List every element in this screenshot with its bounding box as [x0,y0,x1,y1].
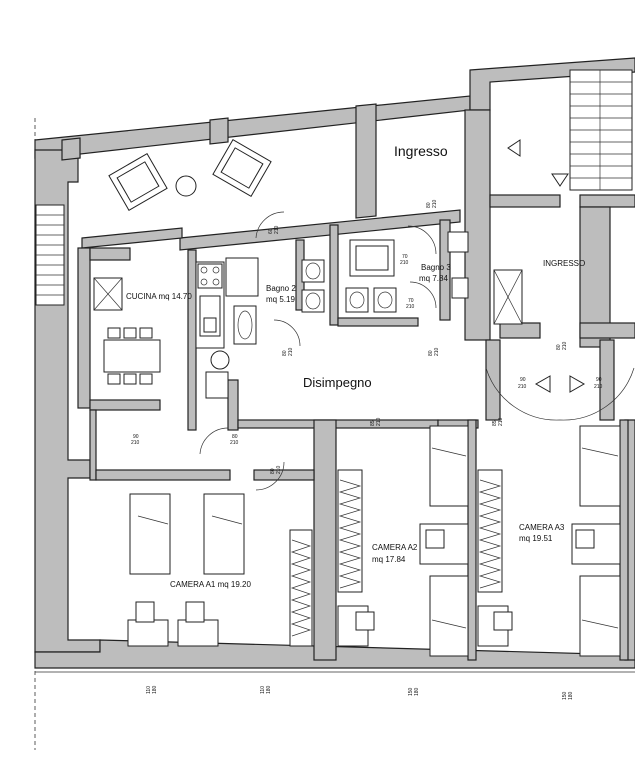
svg-text:210: 210 [518,384,527,390]
svg-text:180: 180 [152,685,158,694]
label-camera-a2-name: CAMERA A2 [372,543,418,552]
svg-text:150: 150 [408,687,414,696]
svg-text:210: 210 [131,440,140,446]
svg-text:210: 210 [432,199,438,208]
ingresso-cabinet [493,269,523,325]
label-bagno2-name: Bagno 2 [266,284,296,293]
interior-walls [61,103,635,661]
stair-right [569,69,633,191]
svg-text:210: 210 [288,347,294,356]
entry-door-arc [559,367,635,421]
svg-text:110: 110 [146,686,152,694]
cabinet-x-left [93,277,123,311]
label-camera-a3-area: mq 19.51 [519,534,553,543]
window-dim: 150 180 [408,687,420,696]
door-dim: 90 210 [518,377,527,390]
svg-text:80: 80 [232,434,238,440]
svg-text:180: 180 [568,691,574,700]
label-disimpegno: Disimpegno [303,375,372,390]
label-camera-a3-name: CAMERA A3 [519,523,565,532]
door-dim: 85 210 [492,417,504,426]
label-camera-a1: CAMERA A1 mq 19.20 [170,580,251,589]
door-arc [255,461,285,491]
entry-door-arc [485,367,561,421]
svg-text:70: 70 [408,298,414,304]
label-ingresso: INGRESSO [543,259,585,268]
door-dim: 80 210 [428,347,440,356]
svg-text:210: 210 [376,417,382,426]
bagno2-fixtures [225,257,325,345]
armchair-left [108,152,168,212]
svg-text:80: 80 [426,202,432,208]
door-dim: 80 210 [230,434,239,446]
camera-a1-furniture [127,493,245,647]
svg-text:60: 60 [268,228,274,234]
svg-text:85: 85 [492,420,498,426]
svg-text:150: 150 [562,691,568,700]
svg-text:90: 90 [133,434,139,440]
arrow-down-icon [551,173,569,187]
svg-text:210: 210 [562,341,568,350]
svg-text:210: 210 [230,440,239,446]
svg-text:110: 110 [260,686,266,694]
door-dim: 80 210 [426,199,438,208]
window-dim: 110 180 [146,685,158,694]
kitchen-counter [195,261,230,399]
door-arc [199,427,229,455]
label-bagno3-name: Bagno 3 [421,263,451,272]
side-table [175,175,197,197]
label-camera-a2-area: mq 17.84 [372,555,406,564]
wardrobe-a3 [477,469,503,593]
door-dim: 80 210 [282,347,294,356]
svg-text:80: 80 [556,344,562,350]
svg-text:80: 80 [270,468,276,474]
svg-text:85: 85 [370,420,376,426]
svg-text:210: 210 [594,384,603,390]
wardrobe-a2 [337,469,363,593]
svg-text:70: 70 [402,254,408,260]
label-bagno2-area: mq 5.19 [266,295,295,304]
svg-text:90: 90 [520,377,526,383]
dining-table [103,327,161,385]
camera-a2-furniture [337,425,469,657]
door-dim: 70 210 [406,298,415,310]
door-arc [407,225,437,255]
label-bagno3-area: mq 7.84 [419,274,448,283]
door-dim: 85 210 [370,417,382,426]
door-arc [255,211,285,239]
door-dim: 60 210 [268,225,280,234]
label-cucina: CUCINA mq 14.70 [126,292,192,301]
window-dim: 150 180 [562,691,574,700]
bagno3-fixtures [345,231,469,313]
door-dim: 80 210 [270,465,282,474]
svg-text:80: 80 [282,350,288,356]
wardrobe-a1 [289,529,313,647]
svg-text:210: 210 [498,417,504,426]
door-dim: 90 210 [131,434,140,446]
svg-text:210: 210 [276,465,282,474]
arrow-left-icon [534,375,551,393]
svg-text:80: 80 [428,350,434,356]
arrow-right-icon [569,375,586,393]
door-dim: 90 210 [594,377,603,390]
camera-a3-furniture [477,425,621,657]
svg-text:180: 180 [266,685,272,694]
window-dim: 110 180 [260,685,272,694]
label-ingresso-stair: Ingresso [394,143,448,159]
svg-text:210: 210 [274,225,280,234]
arrow-left-icon [507,139,521,157]
svg-text:210: 210 [434,347,440,356]
door-dim: 80 210 [556,341,568,350]
svg-text:210: 210 [406,304,415,310]
door-dim: 70 210 [400,254,409,266]
svg-text:180: 180 [414,687,420,696]
svg-text:90: 90 [596,377,602,383]
door-arc [409,281,437,309]
stair-left [35,204,65,306]
svg-text:210: 210 [400,260,409,266]
door-arc [273,319,301,347]
armchair-right [212,138,272,198]
